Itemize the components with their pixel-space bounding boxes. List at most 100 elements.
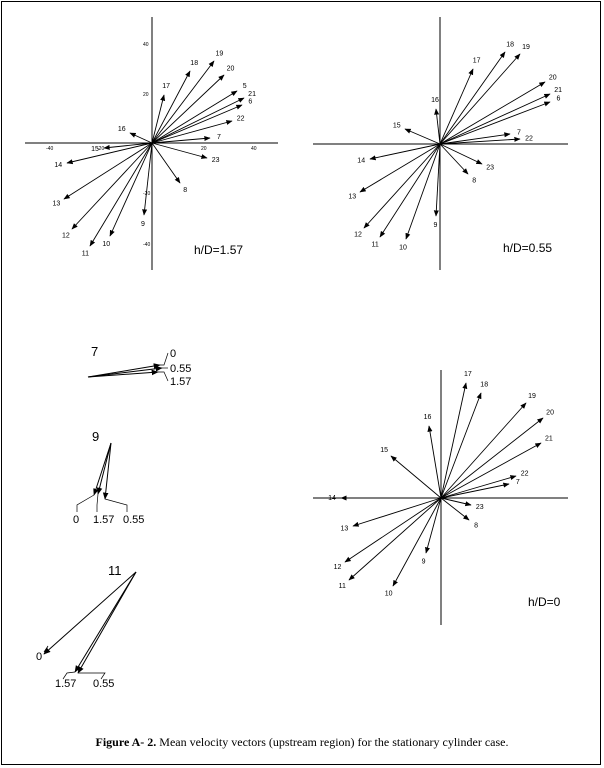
velocity-vector-9 <box>142 142 153 216</box>
velocity-vector-16 <box>129 132 153 144</box>
vector-label-21: 21 <box>554 87 562 94</box>
velocity-vector-6 <box>151 104 243 144</box>
vector-label-14: 14 <box>54 162 62 169</box>
vector-label-19: 19 <box>522 44 530 51</box>
vector-label-23: 23 <box>476 504 484 511</box>
velocity-vector-20 <box>151 74 225 144</box>
vector-label-16: 16 <box>431 97 439 104</box>
tick-label-y-20: 20 <box>143 92 149 98</box>
velocity-vector-14 <box>369 143 441 161</box>
vector-label-18: 18 <box>506 41 514 48</box>
vector-label-17: 17 <box>473 58 481 65</box>
comparison-vector-0 <box>43 571 137 655</box>
tick-label-x-neg40: -40 <box>46 146 53 152</box>
velocity-vector-21 <box>439 93 551 145</box>
vector-label-19: 19 <box>528 393 536 400</box>
velocity-vector-17 <box>439 68 474 145</box>
velocity-vector-7 <box>440 482 510 499</box>
velocity-vector-12 <box>363 143 441 229</box>
comparison-label-0: 0 <box>73 514 79 526</box>
vector-label-7: 7 <box>516 479 520 486</box>
velocity-vector-10 <box>109 142 153 237</box>
velocity-vector-23 <box>151 142 208 159</box>
vector-label-17: 17 <box>464 371 472 378</box>
velocity-vector-8 <box>440 497 470 521</box>
panel-label: h/D=0.55 <box>503 241 552 255</box>
comparison-label-1-57: 1.57 <box>55 678 76 690</box>
comparison-point-7: 7 00.551.57 <box>87 344 191 388</box>
comparison-vector-1-57 <box>96 442 112 495</box>
comparison-label-0: 0 <box>170 348 176 360</box>
leader-line <box>76 494 95 512</box>
comparison-vector-0-55 <box>77 571 137 674</box>
vector-label-8: 8 <box>472 177 476 184</box>
vector-label-12: 12 <box>354 232 362 239</box>
velocity-vector-15 <box>103 142 153 150</box>
velocity-vector-7 <box>439 132 511 145</box>
velocity-vector-22 <box>440 475 517 499</box>
comparison-title: 11 <box>108 563 122 578</box>
velocity-vector-12 <box>71 142 153 230</box>
tick-label-x-neg20: -20 <box>97 146 104 152</box>
comparison-vector-0 <box>93 442 112 496</box>
velocity-vector-10 <box>405 143 441 240</box>
velocity-vector-15 <box>404 128 441 145</box>
vector-label-17: 17 <box>162 83 170 90</box>
comparison-label-0-55: 0.55 <box>123 514 144 526</box>
tick-label-y-40: 40 <box>143 42 149 48</box>
comparison-vector-1-57 <box>74 571 137 673</box>
vector-label-21: 21 <box>248 91 256 98</box>
vector-label-11: 11 <box>339 583 346 590</box>
vector-label-9: 9 <box>434 222 438 229</box>
vector-label-23: 23 <box>486 165 494 172</box>
caption-label: Figure A- 2. <box>95 735 157 749</box>
velocity-vector-6 <box>439 101 551 145</box>
vector-label-9: 9 <box>141 221 145 228</box>
velocity-vector-5 <box>151 90 238 144</box>
velocity-vector-18 <box>151 70 191 144</box>
velocity-vector-23 <box>440 497 472 507</box>
comparison-title: 9 <box>92 429 99 444</box>
vector-label-10: 10 <box>385 591 393 598</box>
velocity-vector-21 <box>440 442 542 499</box>
comparison-label-1-57: 1.57 <box>93 514 114 526</box>
vector-label-22: 22 <box>525 135 533 142</box>
velocity-vector-23 <box>439 143 483 165</box>
vector-label-6: 6 <box>248 98 252 105</box>
velocity-vector-11 <box>379 143 441 238</box>
velocity-vector-20 <box>440 417 544 499</box>
leader-line <box>96 493 99 512</box>
vector-label-18: 18 <box>480 381 488 388</box>
vector-label-16: 16 <box>424 414 432 421</box>
vector-label-23: 23 <box>212 157 220 164</box>
velocity-vector-18 <box>439 51 506 145</box>
tick-label-x-20: 20 <box>201 146 207 152</box>
comparison-vector-1-57 <box>87 369 159 378</box>
vector-label-10: 10 <box>399 244 407 251</box>
vector-label-15: 15 <box>91 146 99 153</box>
vector-label-14: 14 <box>328 495 336 502</box>
velocity-vector-10 <box>392 497 442 587</box>
velocity-vector-13 <box>63 142 153 200</box>
vector-label-21: 21 <box>545 436 553 443</box>
leader-line <box>158 371 169 382</box>
velocity-vector-11 <box>89 142 153 247</box>
velocity-vector-19 <box>151 60 215 144</box>
vector-label-14: 14 <box>357 158 365 165</box>
velocity-vector-8 <box>151 142 181 184</box>
vector-label-11: 11 <box>82 251 89 258</box>
tick-label-x-40: 40 <box>251 146 257 152</box>
vector-label-9: 9 <box>422 559 426 566</box>
tick-label-y-neg40: -40 <box>143 242 150 248</box>
velocity-vector-12 <box>344 497 442 563</box>
vector-label-13: 13 <box>53 201 61 208</box>
velocity-vector-22 <box>439 136 521 145</box>
